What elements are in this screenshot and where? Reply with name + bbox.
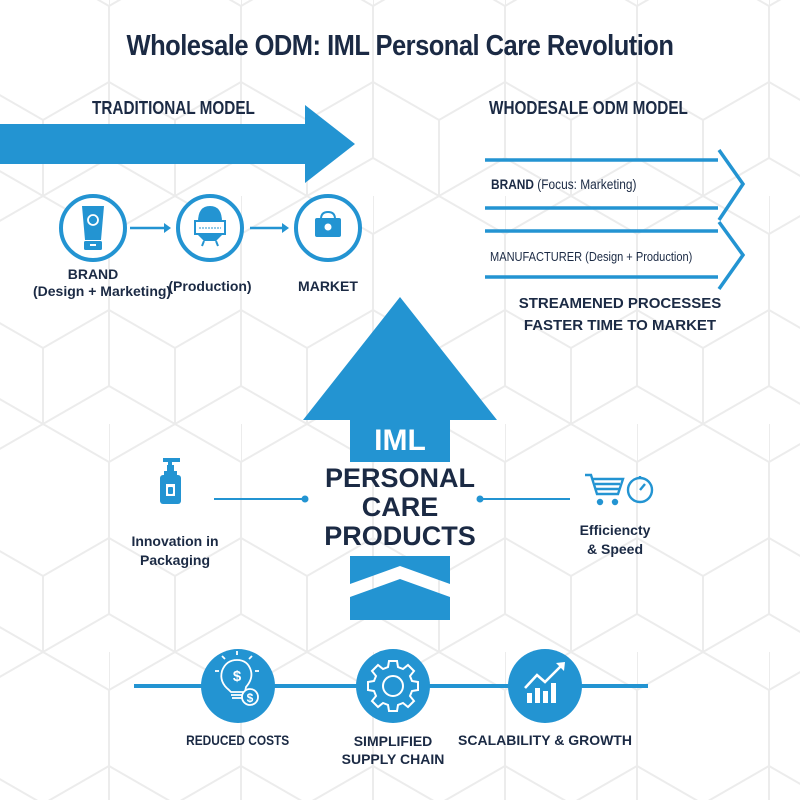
center-label-care: CARE: [361, 492, 439, 522]
odm-row-manufacturer: MANUFACTURER (Design + Production): [490, 249, 693, 264]
market-step-circle: [294, 194, 362, 262]
supply-chain-circle: [356, 649, 430, 723]
traditional-model-heading: TRADITIONAL MODEL: [92, 98, 255, 118]
brand-step-label: BRAND (Design + Marketing): [33, 266, 172, 299]
center-label-products: PRODUCTS: [324, 521, 476, 551]
scalability-growth-label: SCALABILITY & GROWTH: [458, 732, 632, 748]
reduced-costs-label: REDUCED COSTS: [186, 732, 290, 748]
svg-text:$: $: [233, 668, 242, 685]
gear-icon: [367, 660, 419, 712]
chevron-up-icon: [350, 556, 450, 620]
center-label-personal: PERSONAL: [324, 463, 476, 493]
svg-text:$: $: [247, 691, 254, 705]
efficiency-speed-label: Efficiencty & Speed: [579, 522, 651, 557]
reduced-costs-circle: $ $: [201, 649, 275, 723]
market-step-label: MARKET: [298, 278, 358, 294]
scalability-circle: [508, 649, 582, 723]
brand-step-circle: [59, 194, 127, 262]
arrow-connector-1: [130, 223, 171, 233]
innovation-packaging-label: Innovation in Packaging: [131, 533, 219, 568]
production-machine-icon: [194, 206, 226, 247]
growth-chart-icon: [524, 662, 565, 703]
production-step-circle: [176, 194, 244, 262]
odm-summary: STREAMENED PROCESSES FASTER TIME TO MARK…: [518, 295, 722, 334]
simplified-supply-chain-label: SIMPLIFIED SUPPLY CHAIN: [341, 733, 445, 767]
arrow-connector-2: [250, 223, 289, 233]
center-label-iml: IML: [374, 424, 426, 457]
tube-icon: [82, 206, 104, 250]
production-step-label: (Production): [168, 278, 252, 294]
cart-clock-icon: [585, 473, 654, 506]
shopping-bag-icon: [315, 210, 341, 237]
pump-bottle-icon: [160, 458, 181, 504]
page-title: Wholesale ODM: IML Personal Care Revolut…: [126, 30, 674, 62]
lightbulb-dollar-icon: [215, 651, 259, 706]
odm-model-heading: WHODESALE ODM MODEL: [489, 98, 688, 118]
odm-row-brand: BRAND (Focus: Marketing): [491, 176, 637, 192]
